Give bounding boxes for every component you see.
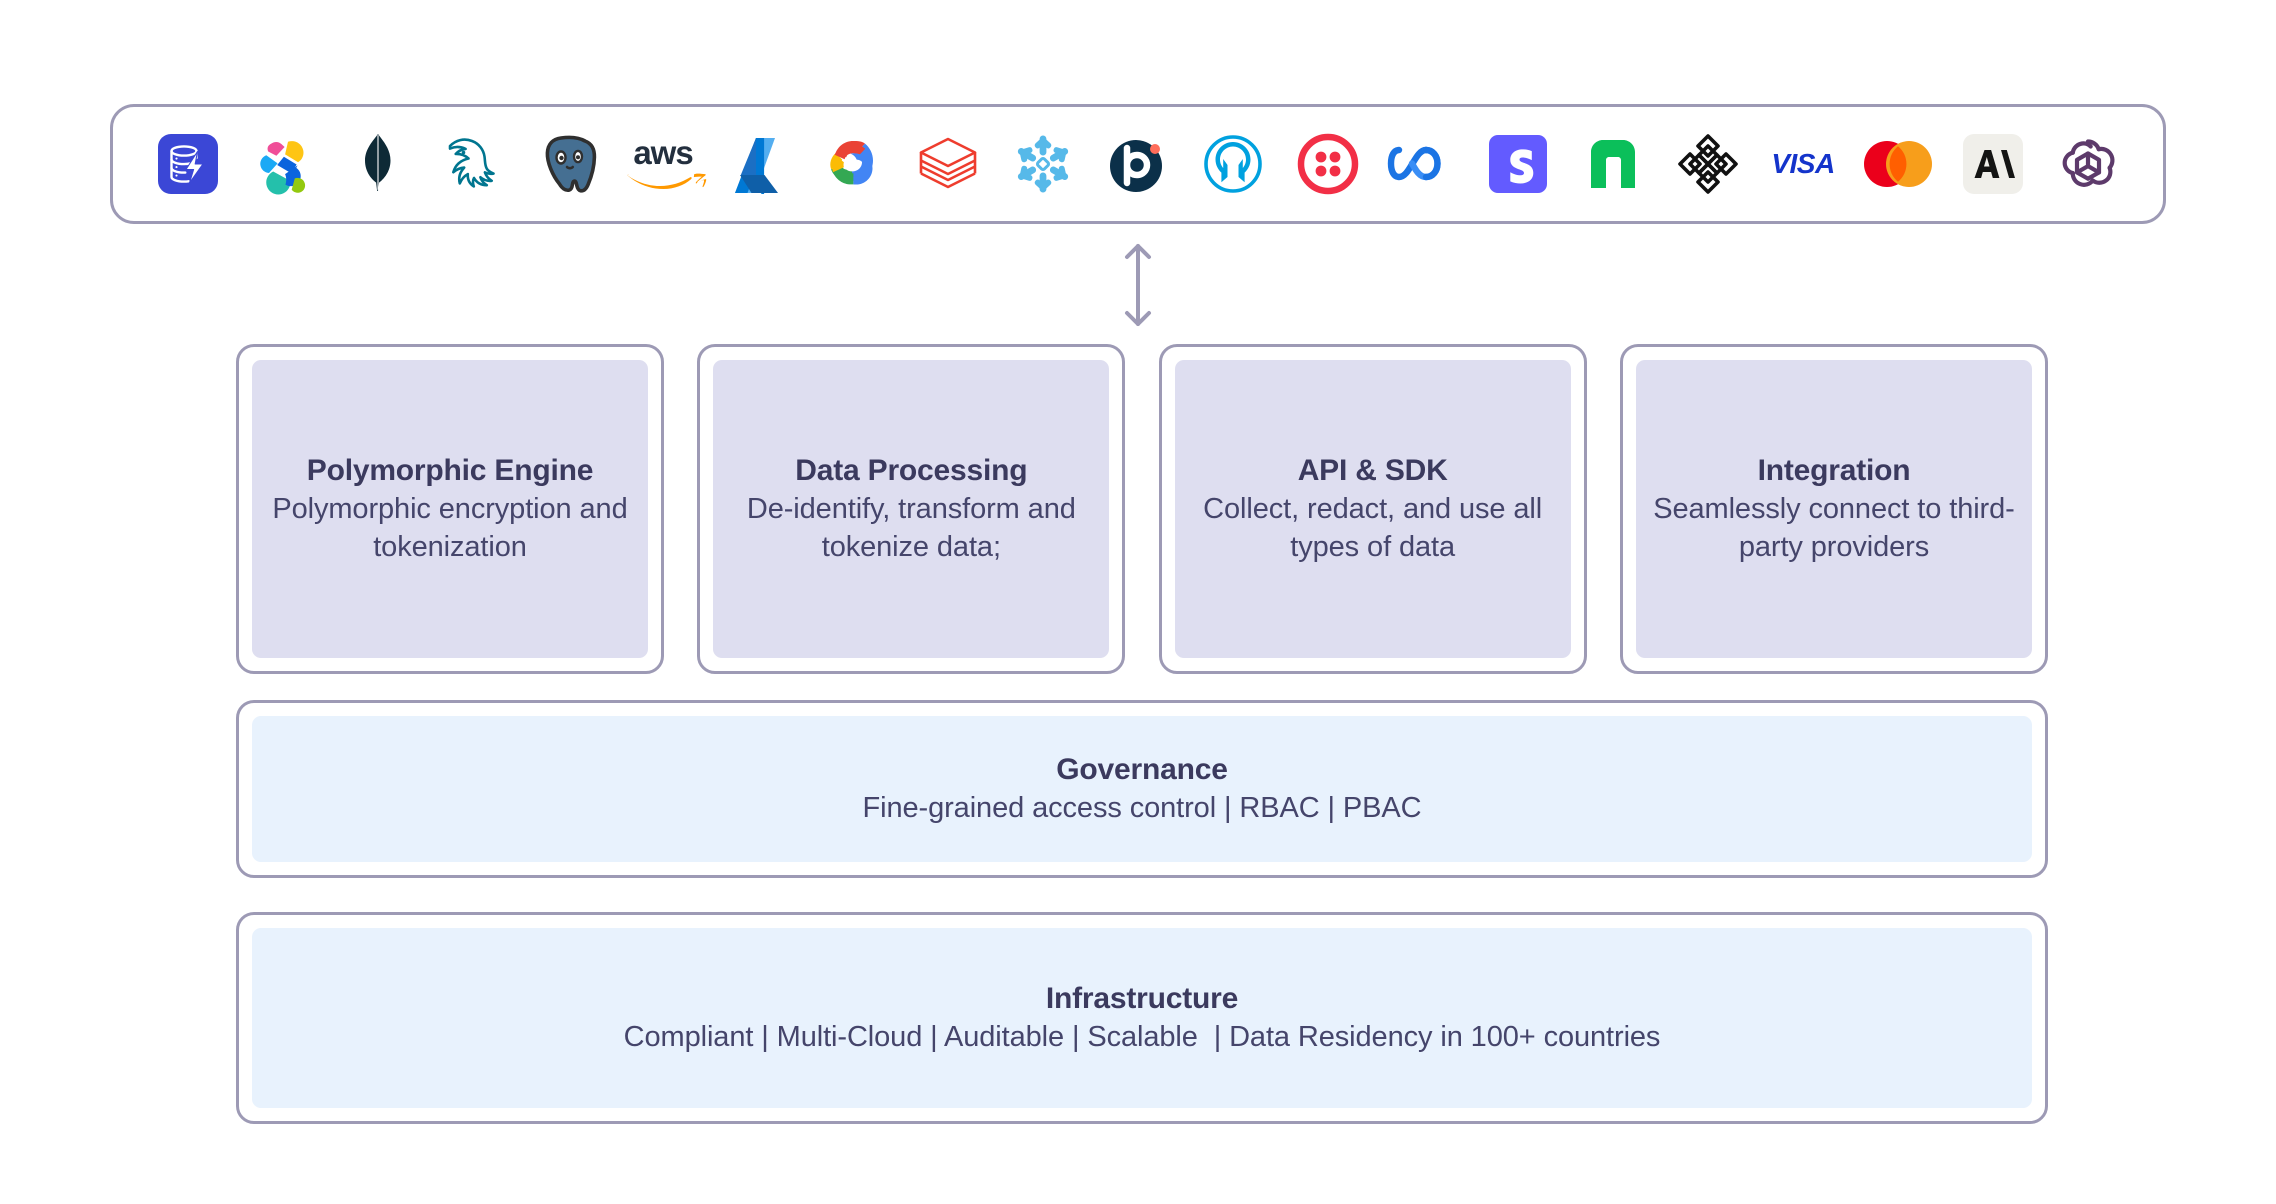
stripe-icon [1470,107,1565,221]
aws-icon: aws [616,107,711,221]
capability-cards-row: Polymorphic Engine Polymorphic encryptio… [236,344,2048,674]
band-title: Governance [1056,752,1228,786]
postgresql-icon [521,107,616,221]
band-title: Infrastructure [1045,981,1239,1015]
band-infrastructure[interactable]: Infrastructure Compliant | Multi-Cloud |… [236,912,2048,1124]
elastic-icon [236,107,331,221]
plaid-icon [1660,107,1755,221]
visa-icon: VISA [1755,107,1850,221]
double-headed-vertical-arrow-icon [1108,240,1168,330]
band-description: Compliant | Multi-Cloud | Auditable | Sc… [623,1020,1661,1053]
google-cloud-icon [806,107,901,221]
card-description: De-identify, transform and tokenize data… [746,492,1076,564]
twilio-icon [1280,107,1375,221]
card-title: Polymorphic Engine [306,453,594,487]
mulesoft-icon [1185,107,1280,221]
meta-icon [1375,107,1470,221]
card-description: Collect, redact, and use all types of da… [1203,492,1543,564]
azure-icon [711,107,806,221]
mongodb-icon [331,107,426,221]
band-inner: Infrastructure Compliant | Multi-Cloud |… [252,928,2032,1108]
card-inner: API & SDK Collect, redact, and use all t… [1174,360,1571,658]
card-inner: Integration Seamlessly connect to third-… [1635,360,2032,658]
band-description: Fine-grained access control | RBAC | PBA… [862,791,1422,824]
integrations-logo-strip: aws [110,104,2166,224]
card-title: Data Processing [795,453,1028,487]
card-polymorphic-engine[interactable]: Polymorphic Engine Polymorphic encryptio… [236,344,664,674]
card-api-and-sdk[interactable]: API & SDK Collect, redact, and use all t… [1158,344,1587,674]
mysql-icon [426,107,521,221]
svg-text:VISA: VISA [1771,148,1834,179]
openai-icon [2040,107,2135,221]
braze-icon [1091,107,1186,221]
appian-icon [1565,107,1660,221]
databricks-icon [901,107,996,221]
svg-text:aws: aws [634,135,693,171]
band-governance[interactable]: Governance Fine-grained access control |… [236,700,2048,878]
card-title: Integration [1757,453,1911,487]
snowflake-icon [996,107,1091,221]
card-inner: Data Processing De-identify, transform a… [713,360,1110,658]
card-data-processing[interactable]: Data Processing De-identify, transform a… [697,344,1126,674]
card-integration[interactable]: Integration Seamlessly connect to third-… [1619,344,2048,674]
card-inner: Polymorphic Engine Polymorphic encryptio… [252,360,648,658]
card-description: Polymorphic encryption and tokenization [272,492,628,564]
mastercard-icon [1850,107,1945,221]
card-description: Seamlessly connect to third-party provid… [1653,492,2015,564]
card-title: API & SDK [1297,453,1448,487]
anthropic-icon [1945,107,2040,221]
skyflow-icon [141,107,236,221]
band-inner: Governance Fine-grained access control |… [252,716,2032,862]
